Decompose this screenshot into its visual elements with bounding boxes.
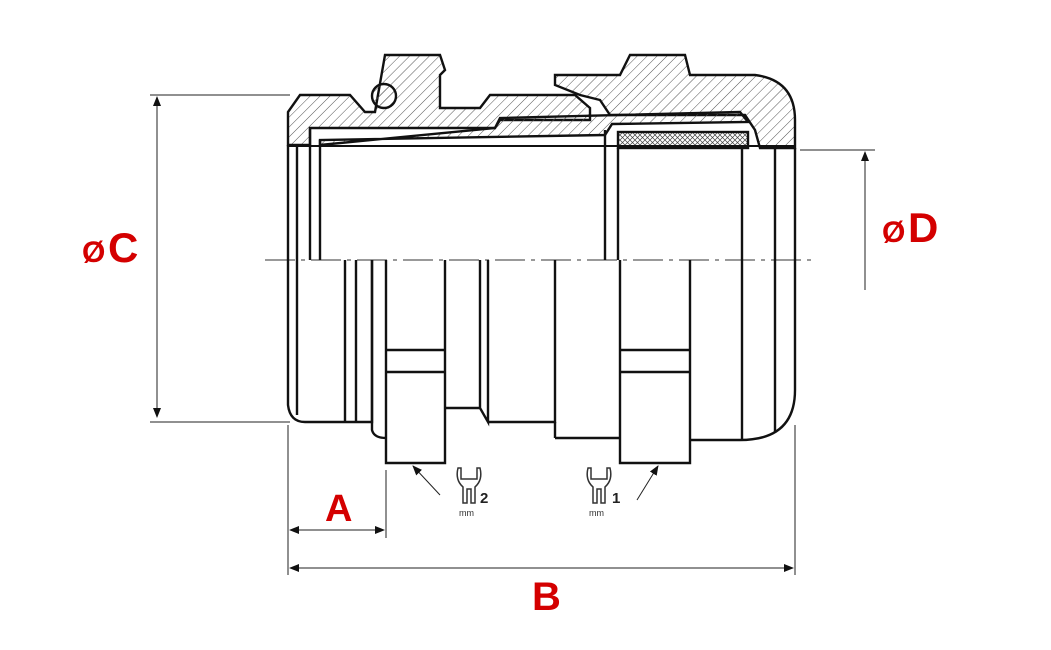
diameter-symbol: Ø <box>882 216 905 249</box>
dimension-c-label: Ø C <box>82 224 138 271</box>
wrench-number: 1 <box>612 490 620 507</box>
wrench-icon <box>456 467 482 504</box>
dimension-lines <box>150 94 875 575</box>
wrench-unit: mm <box>589 508 604 518</box>
dimension-c: C <box>108 224 138 271</box>
wrench-icon <box>586 467 612 504</box>
dimension-d: D <box>908 204 938 251</box>
body-upper-section <box>286 53 797 260</box>
wrench-size-1: 1 mm <box>586 467 620 518</box>
body-lower-half <box>286 260 797 465</box>
dimension-d-label: Ø D <box>882 204 938 251</box>
dimension-b: B <box>532 575 561 619</box>
wrench-unit: mm <box>459 508 474 518</box>
wrench-number: 2 <box>480 490 488 507</box>
dimension-a: A <box>325 488 352 530</box>
diameter-symbol: Ø <box>82 236 105 269</box>
wrench-size-2: 2 mm <box>456 467 488 518</box>
